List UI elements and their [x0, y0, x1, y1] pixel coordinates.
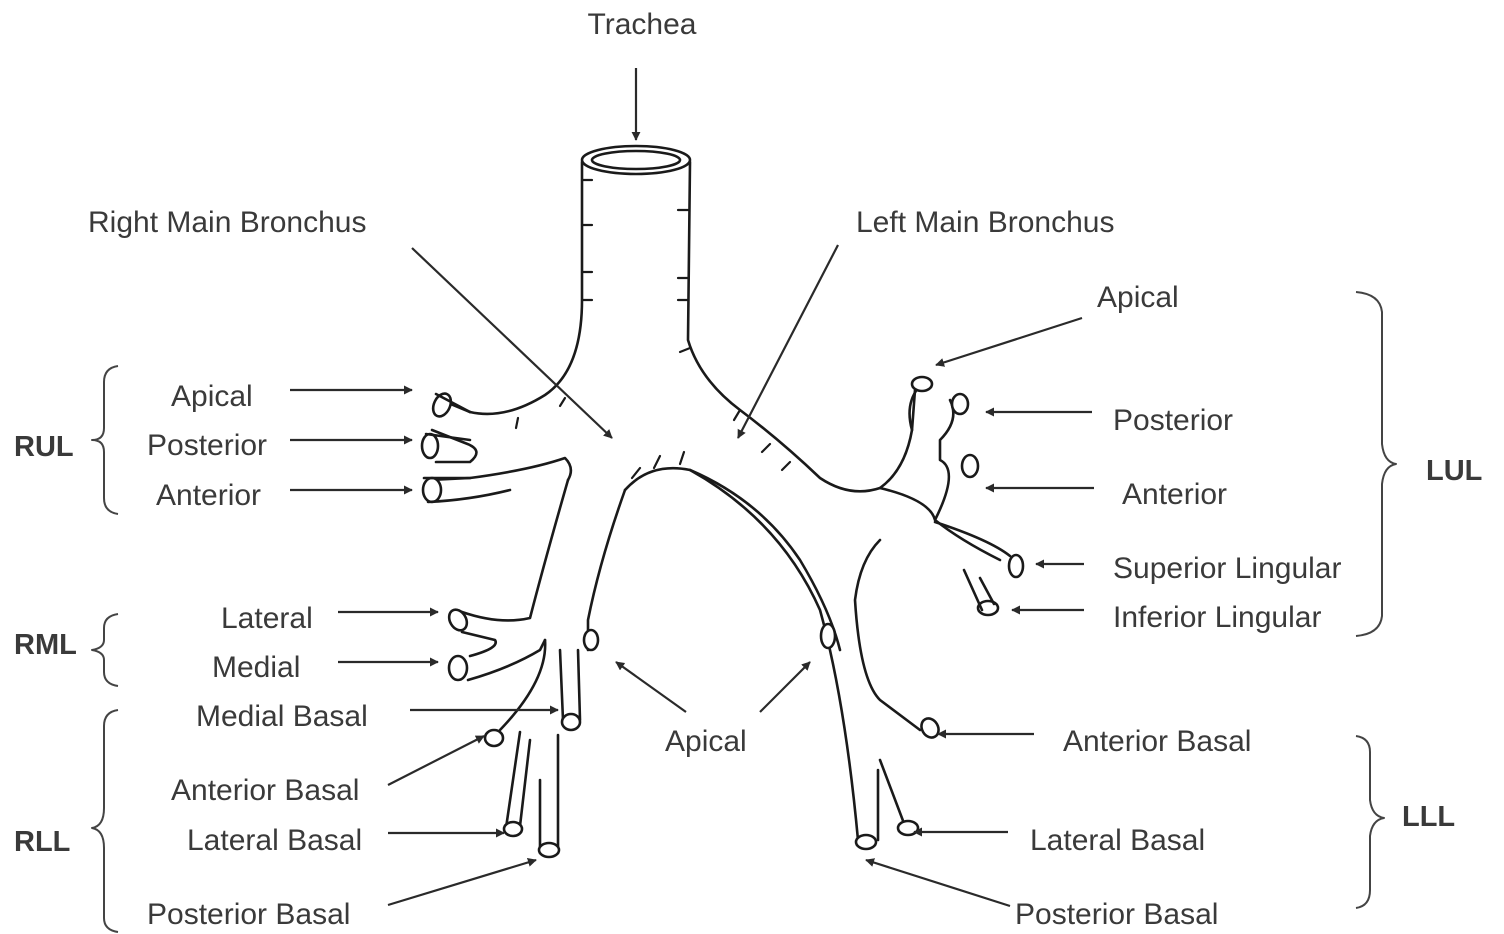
labels: Trachea Right Main Bronchus Left Main Br…: [14, 8, 1482, 931]
pointer-arrows: [290, 68, 1094, 906]
carina: [625, 468, 840, 650]
lll-anterior-basal-label: Anterior Basal: [1063, 725, 1251, 758]
lul-brace: [1356, 292, 1396, 636]
lll-stem: [690, 470, 920, 840]
lul-inferior-lingular-label: Inferior Lingular: [1113, 601, 1321, 634]
lingula-branch: [935, 522, 1010, 610]
rll-brace: [92, 710, 118, 932]
cartilage-ticks: [516, 180, 790, 478]
rll-posterior-basal-label: Posterior Basal: [147, 898, 350, 931]
lul-superior-lingular-label: Superior Lingular: [1113, 552, 1341, 585]
lul-bronchus: [880, 388, 1000, 560]
rul-anterior-label: Anterior: [156, 479, 261, 512]
rul-apical-label: Apical: [171, 380, 253, 413]
rml-medial-label: Medial: [212, 651, 300, 684]
rml-bronchus: [462, 632, 545, 680]
rll-anterior-basal-tube: [485, 730, 503, 746]
rml-label: RML: [14, 629, 77, 661]
lul-posterior-tube: [952, 394, 968, 414]
rul-brace: [92, 366, 118, 514]
lul-apical-tube: [912, 377, 932, 391]
lul-label: LUL: [1426, 455, 1482, 487]
lll-lateral-basal-label: Lateral Basal: [1030, 824, 1205, 857]
rml-medial-tube: [449, 656, 467, 680]
lll-brace: [1356, 736, 1384, 908]
rll-medial-basal-label: Medial Basal: [196, 700, 368, 733]
rll-lateral-basal-label: Lateral Basal: [187, 824, 362, 857]
rll-medial-basal-tube: [562, 714, 580, 730]
rml-lateral-label: Lateral: [221, 602, 313, 635]
right-main-bronchus-label: Right Main Bronchus: [88, 206, 366, 239]
lll-apical-tube: [821, 624, 835, 648]
left-main-bronchus-label: Left Main Bronchus: [856, 206, 1114, 239]
rll-label: RLL: [14, 826, 70, 858]
rll-lateral-basal-tube: [504, 822, 522, 836]
lul-posterior-label: Posterior: [1113, 404, 1233, 437]
right-intermediate-bronchus: [462, 480, 568, 620]
trachea-label: Trachea: [588, 8, 697, 41]
rll-posterior-basal-tube: [539, 843, 559, 857]
rul-label: RUL: [14, 431, 74, 463]
lll-posterior-basal-tube: [856, 835, 876, 849]
lul-apical-label: Apical: [1097, 281, 1179, 314]
right-medial-wall: [588, 490, 625, 650]
trachea-outline: [470, 162, 582, 414]
rml-brace: [92, 614, 118, 686]
rul-posterior-label: Posterior: [147, 429, 267, 462]
lll-posterior-basal-label: Posterior Basal: [1015, 898, 1218, 931]
center-apical-label: Apical: [665, 725, 747, 758]
trachea-lumen: [592, 151, 680, 169]
rul-posterior-tube: [422, 434, 438, 458]
lll-anterior-basal-tube: [918, 715, 942, 740]
lll-label: LLL: [1402, 801, 1455, 833]
lul-anterior-label: Anterior: [1122, 478, 1227, 511]
rll-apical-tube: [584, 630, 598, 650]
lul-superior-lingular-tube: [1009, 555, 1023, 577]
rul-apical-tube: [430, 391, 455, 420]
rml-lateral-tube: [446, 606, 471, 633]
rll-anterior-basal-label: Anterior Basal: [171, 774, 359, 807]
rul-anterior-tube: [423, 478, 441, 502]
lul-anterior-tube: [962, 455, 978, 477]
